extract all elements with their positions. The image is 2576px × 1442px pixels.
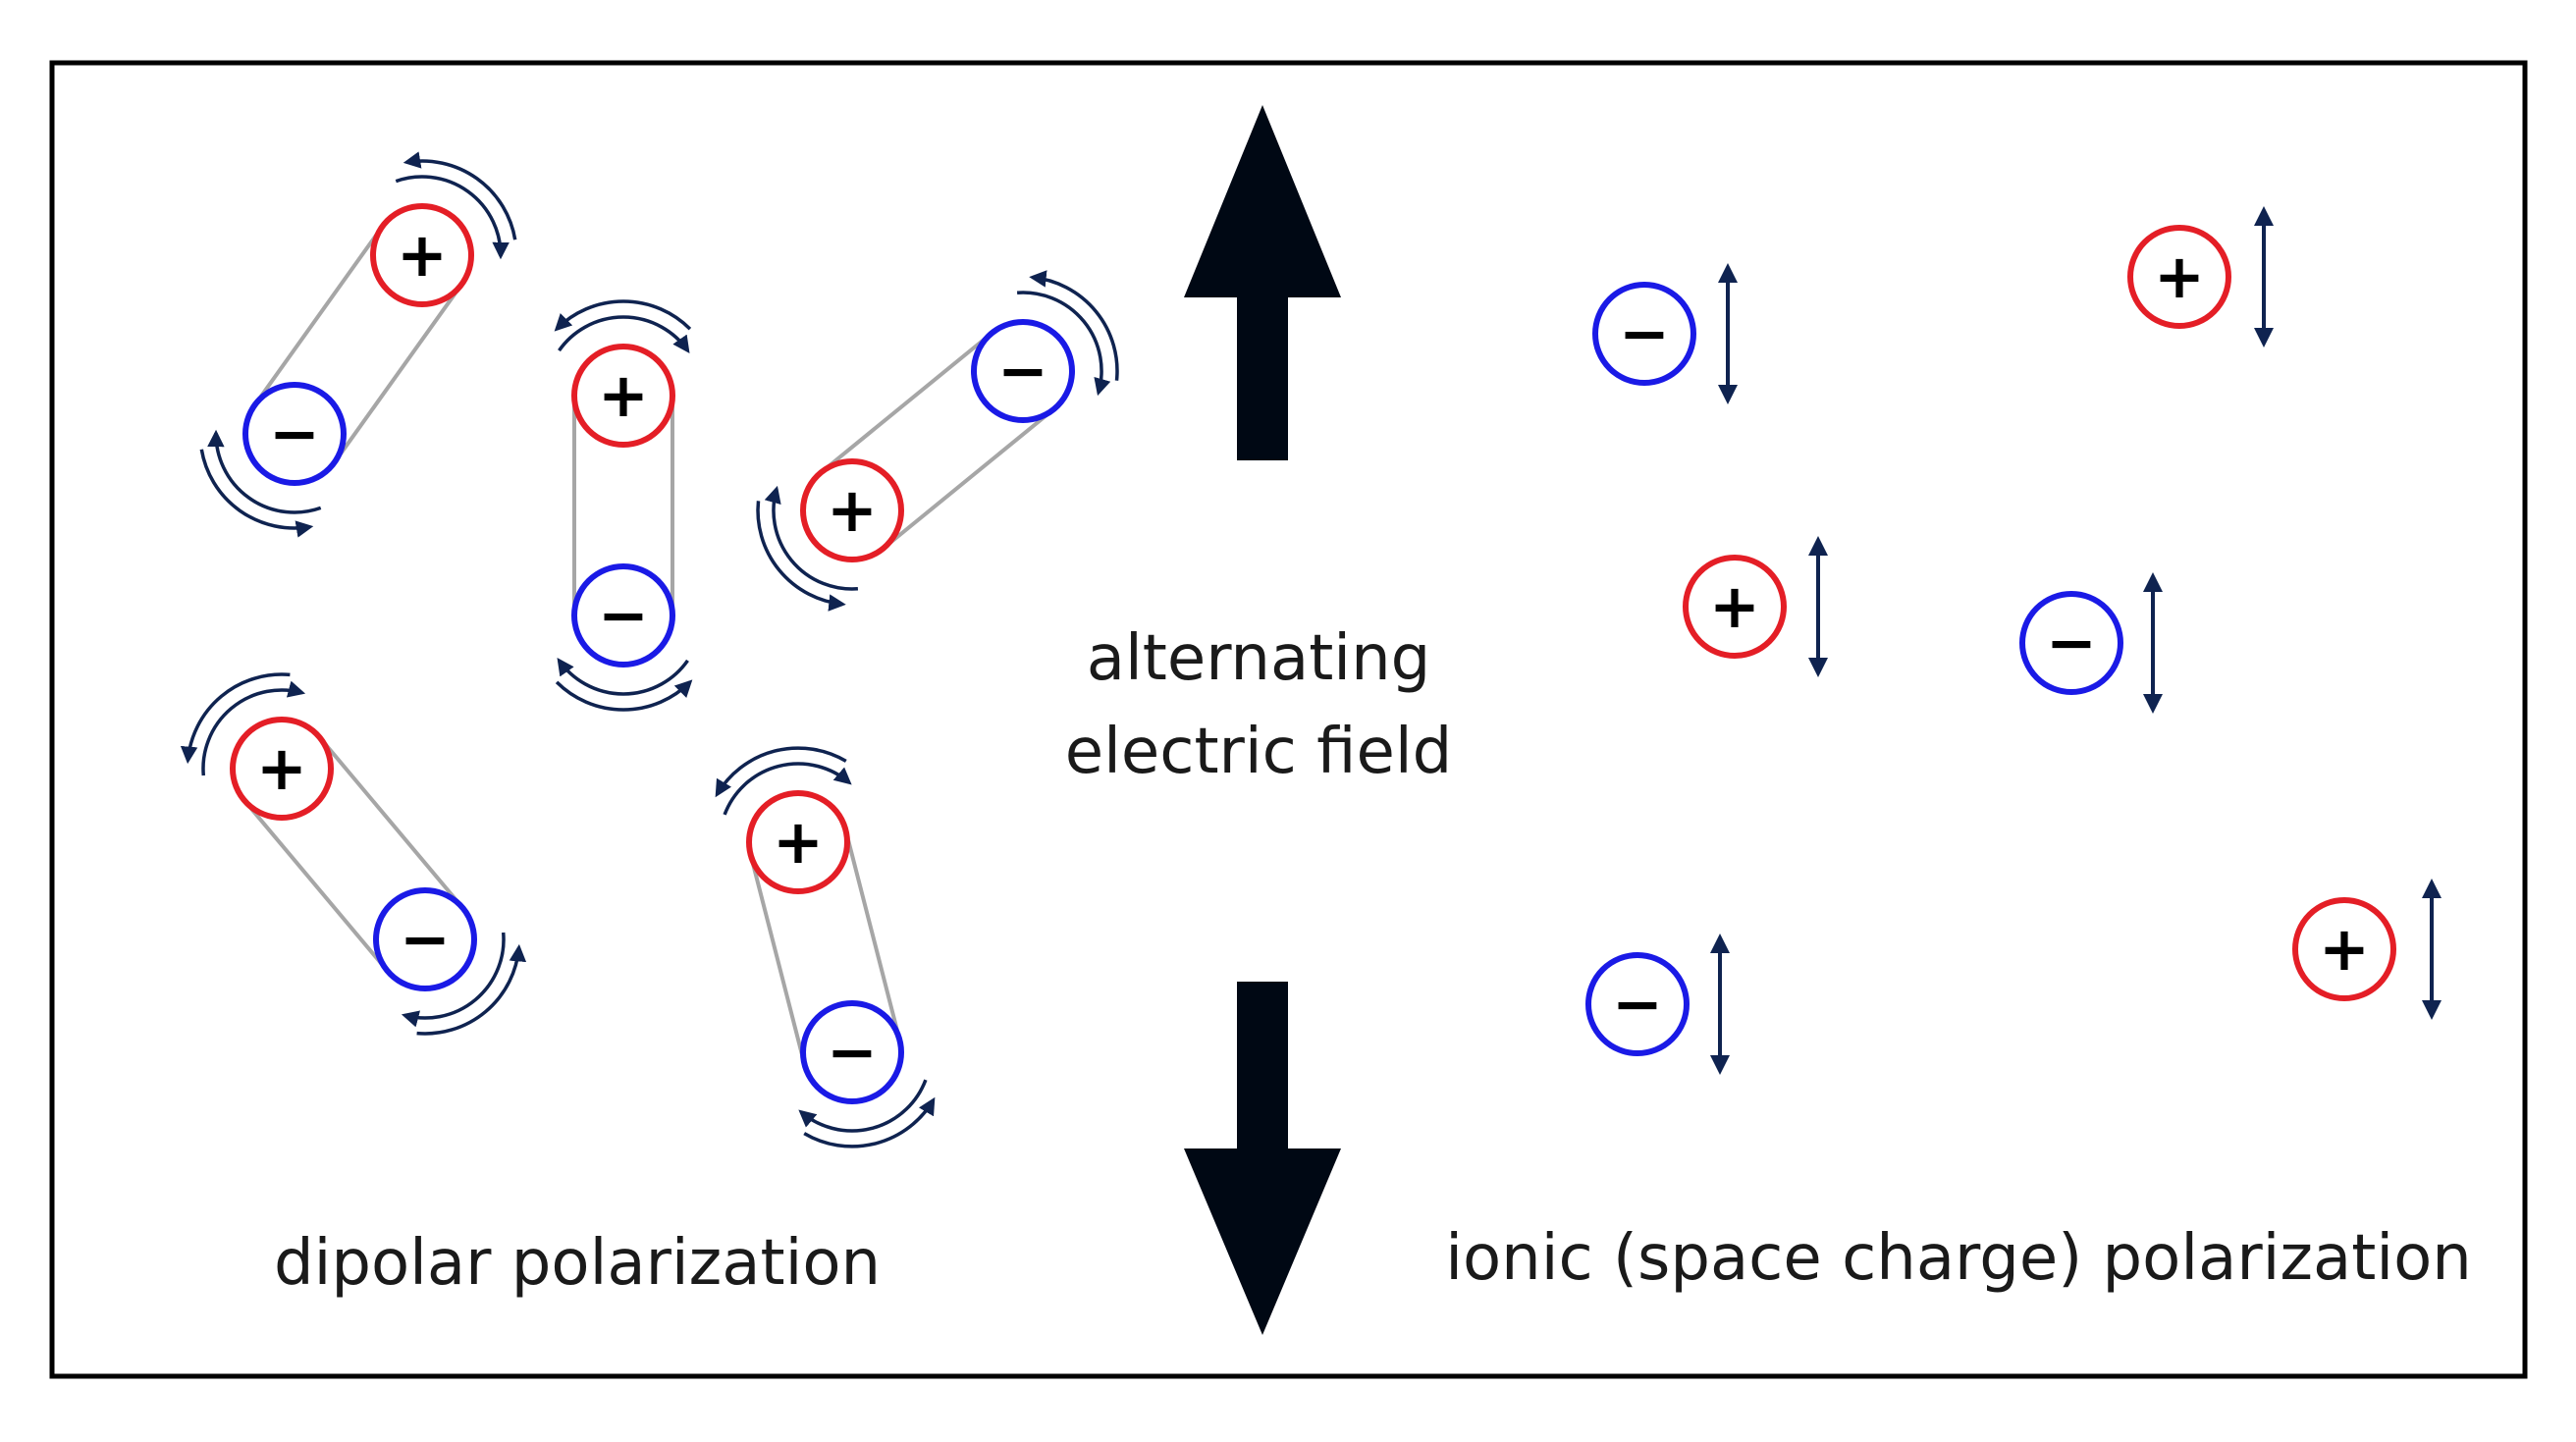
- positive-charge: +: [571, 344, 675, 448]
- negative-charge-circle: [242, 382, 347, 486]
- ion-4: −: [2019, 572, 2163, 714]
- minus-sign: −: [997, 335, 1048, 406]
- negative-ion: −: [2019, 591, 2123, 695]
- negative-charge-circle: [1592, 282, 1696, 386]
- negative-charge-circle: [571, 563, 675, 668]
- negative-charge: −: [571, 563, 675, 668]
- ion-group: − + + − − +: [1585, 206, 2442, 1075]
- rotation-arrow-icon: [756, 485, 859, 612]
- rotation-arrow-icon: [1016, 270, 1119, 397]
- negative-charge: −: [800, 1000, 904, 1104]
- negative-ion: −: [1592, 282, 1696, 386]
- positive-charge-circle: [800, 458, 904, 562]
- plus-sign: +: [397, 219, 448, 291]
- negative-charge-circle: [800, 1000, 904, 1104]
- negative-ion: −: [1585, 952, 1690, 1056]
- dipole-4: +−: [180, 672, 527, 1036]
- ion-6: +: [2292, 879, 2442, 1020]
- ion-5: −: [1585, 934, 1730, 1075]
- negative-charge-circle: [971, 319, 1075, 423]
- field-arrow-up-icon: [1184, 105, 1341, 460]
- rotation-arrow-icon: [715, 746, 852, 816]
- positive-charge-circle: [571, 344, 675, 448]
- positive-charge-circle: [746, 790, 850, 894]
- minus-sign: −: [598, 579, 649, 651]
- plus-sign: +: [598, 359, 649, 431]
- positive-charge: +: [746, 790, 850, 894]
- rotation-arrow-icon: [199, 429, 322, 538]
- plus-sign: +: [2319, 913, 2370, 985]
- rotation-arrow-icon: [555, 658, 693, 712]
- minus-sign: −: [1619, 297, 1670, 369]
- field-arrow-down-icon: [1184, 982, 1341, 1335]
- negative-charge-circle: [1585, 952, 1690, 1056]
- ion-2: +: [2127, 206, 2274, 347]
- minus-sign: −: [1612, 968, 1663, 1040]
- dipole-5: +−: [715, 746, 936, 1148]
- minus-sign: −: [2046, 607, 2097, 678]
- negative-charge-circle: [373, 887, 477, 991]
- positive-charge: +: [370, 203, 474, 307]
- negative-charge: −: [373, 887, 477, 991]
- dipole-3: +−: [756, 270, 1119, 612]
- positive-charge: +: [230, 717, 334, 821]
- positive-ion: +: [2127, 225, 2231, 329]
- field-label-line2: electric field: [1065, 716, 1453, 788]
- minus-sign: −: [400, 903, 451, 975]
- dipole-1: +−: [199, 151, 517, 538]
- dipole-group: +−+−+−+−+−: [180, 151, 1119, 1148]
- positive-ion: +: [2292, 897, 2396, 1001]
- positive-charge-circle: [2292, 897, 2396, 1001]
- plus-sign: +: [827, 474, 878, 546]
- positive-charge-circle: [2127, 225, 2231, 329]
- rotation-arrow-icon: [395, 151, 517, 260]
- plus-sign: +: [773, 806, 824, 878]
- minus-sign: −: [269, 398, 320, 469]
- minus-sign: −: [827, 1016, 878, 1088]
- positive-charge-circle: [370, 203, 474, 307]
- rotation-arrow-icon: [180, 672, 306, 776]
- ion-1: −: [1592, 263, 1738, 404]
- positive-charge-circle: [230, 717, 334, 821]
- negative-charge-circle: [2019, 591, 2123, 695]
- rotation-arrow-icon: [554, 299, 692, 353]
- dipolar-polarization-label: dipolar polarization: [274, 1227, 881, 1300]
- positive-charge-circle: [1683, 555, 1787, 659]
- ion-3: +: [1683, 536, 1828, 677]
- plus-sign: +: [256, 732, 307, 804]
- plus-sign: +: [1709, 570, 1760, 642]
- field-label-line1: alternating: [1087, 622, 1431, 695]
- negative-charge: −: [971, 319, 1075, 423]
- rotation-arrow-icon: [798, 1079, 936, 1148]
- positive-charge: +: [800, 458, 904, 562]
- plus-sign: +: [2154, 240, 2205, 312]
- ionic-polarization-label: ionic (space charge) polarization: [1445, 1222, 2472, 1295]
- dipole-2: +−: [554, 299, 693, 712]
- negative-charge: −: [242, 382, 347, 486]
- positive-ion: +: [1683, 555, 1787, 659]
- rotation-arrow-icon: [401, 932, 527, 1036]
